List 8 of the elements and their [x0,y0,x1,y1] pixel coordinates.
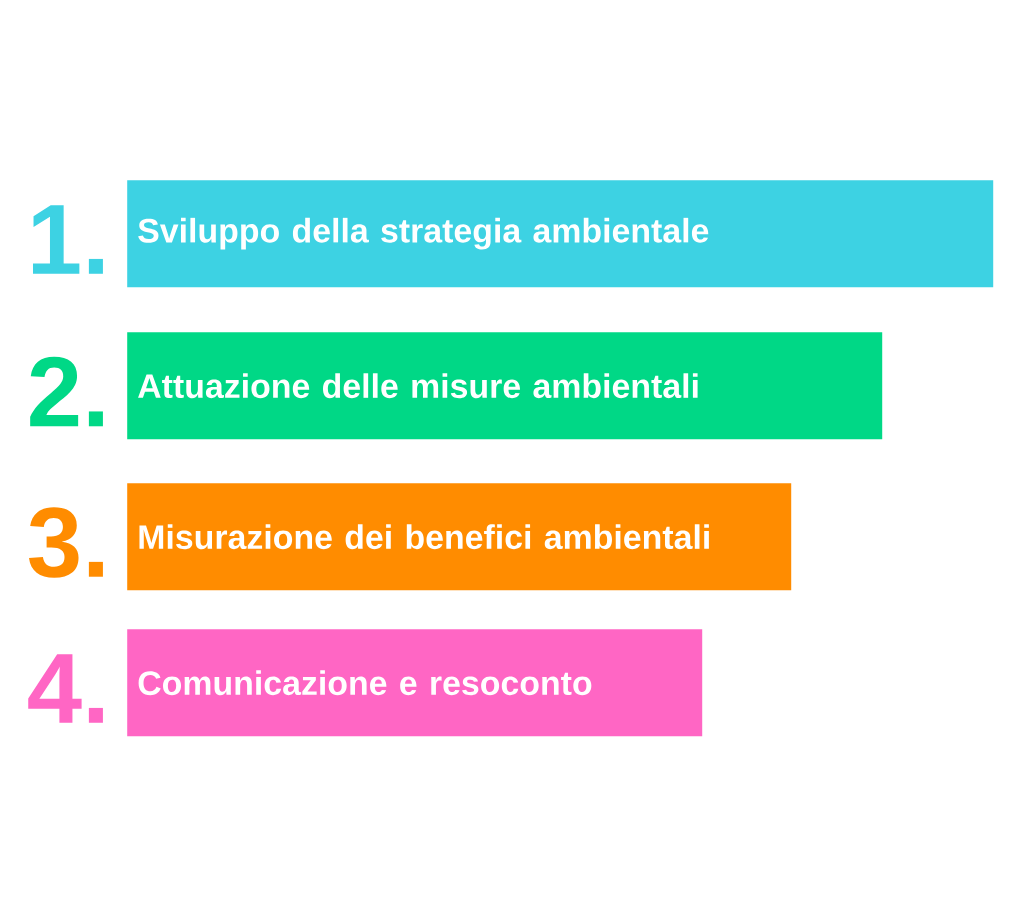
step-number: 3. [29,507,103,578]
step-bar: Attuazione delle misure ambientali [127,332,883,440]
step-bar: Misurazione dei benefici ambientali [127,483,792,591]
step-number: 2. [30,356,103,427]
step-bar: Comunicazione e resoconto [127,629,703,737]
step-number: 1. [33,205,103,274]
step-bar: Sviluppo della strategia ambientale [127,180,994,288]
step-number: 4. [28,654,103,723]
